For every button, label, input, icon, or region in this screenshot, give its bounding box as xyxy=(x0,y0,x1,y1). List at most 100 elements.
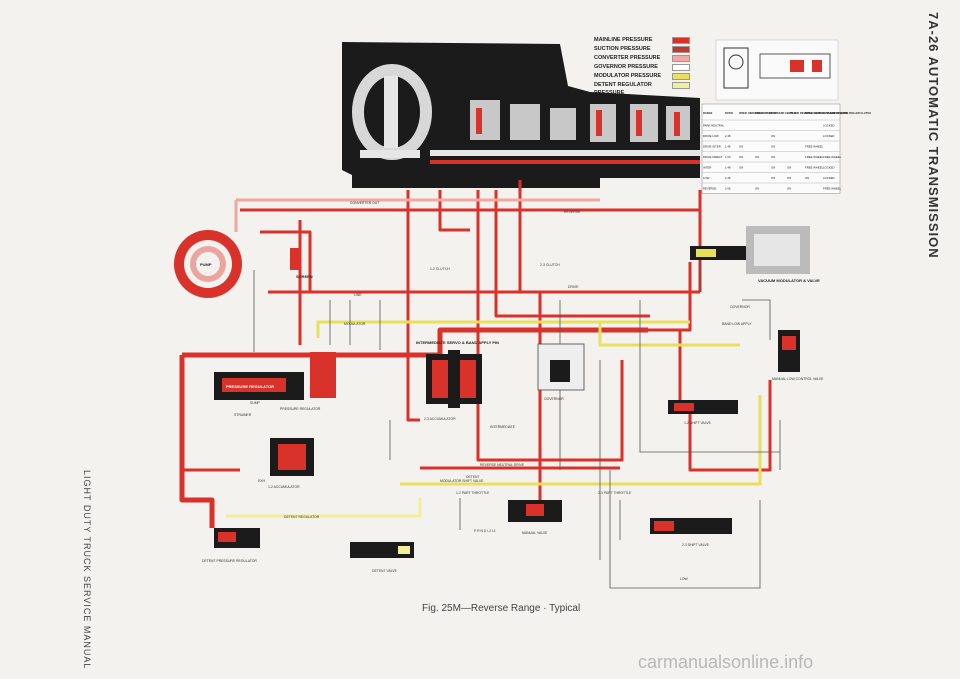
clutch-table-cell: 1.00 xyxy=(725,155,731,159)
section-title-text: 7A-26 AUTOMATIC TRANSMISSION xyxy=(926,12,941,259)
clutch-table-cell: FREE WHEEL xyxy=(823,187,842,191)
label-detent-regulator: DETENT REGULATOR xyxy=(284,515,320,519)
clutch-table-cell: DRIVE INTER xyxy=(703,145,721,149)
label-gear-marks: P R N D L2 L1 xyxy=(474,529,496,533)
clutch-table-cell: LOCKED xyxy=(823,124,835,128)
clutch-table-cell: LOCKED xyxy=(823,134,835,138)
pump xyxy=(174,230,242,298)
legend-item: MODULATOR PRESSURE xyxy=(594,72,698,81)
clutch-table-cell: ON xyxy=(787,176,791,180)
clutch-table-header: INTER- MEDIATE OVERRUN BAND xyxy=(805,111,848,115)
clutch-table-cell: 2.48 xyxy=(725,176,731,180)
line-low-manual xyxy=(688,380,772,472)
clutch-table-cell: ON xyxy=(787,166,791,170)
shift-valve-23 xyxy=(650,518,732,534)
clutch-table-cell: ON xyxy=(771,176,775,180)
governor xyxy=(537,343,585,391)
label-manual-low-control: MANUAL LOW CONTROL VALVE xyxy=(772,377,824,381)
label-part-throttle-23: 2-3 PART THROTTLE xyxy=(598,491,632,495)
label-clutch-12: 1-2 CLUTCH xyxy=(430,267,450,271)
clutch-table-cell: ON xyxy=(771,166,775,170)
label-converter-out: CONVERTER OUT xyxy=(350,201,379,205)
label-manual-valve: MANUAL VALVE xyxy=(522,531,548,535)
clutch-table-cell: LOCKED xyxy=(823,166,835,170)
label-vacuum-modulator: VACUUM MODULATOR & VALVE xyxy=(758,278,820,283)
legend-item: MAINLINE PRESSURE xyxy=(594,36,698,45)
label-modulator-shift-valve: MODULATOR SHIFT VALVE xyxy=(440,479,484,483)
legend-swatch xyxy=(672,46,690,53)
clutch-pack-pressure xyxy=(476,108,680,136)
converter-circuit xyxy=(234,198,600,232)
label-detent-pressure-regulator: DETENT PRESSURE REGULATOR xyxy=(202,559,257,563)
component-labels: PUMP SCREEN PRESSURE REGULATOR PRESSURE … xyxy=(200,201,824,581)
pressure-regulator-valve xyxy=(214,352,336,400)
clutch-table-cell: ON xyxy=(771,155,775,159)
label-low: LOW xyxy=(680,577,689,581)
label-drive: DRIVE xyxy=(568,285,579,289)
shift-valve-12 xyxy=(668,400,738,414)
clutch-table-frame xyxy=(701,103,841,194)
section-title: 7A-26 AUTOMATIC TRANSMISSION xyxy=(922,12,952,312)
clutch-table-cell: DRIVE DIRECT xyxy=(703,155,723,159)
label-detent: DETENT xyxy=(466,475,480,479)
figure-caption: Fig. 25M—Reverse Range · Typical xyxy=(422,603,581,614)
legend-extra-label: PRESSURE xyxy=(594,90,625,96)
manual-title: LIGHT DUTY TRUCK SERVICE MANUAL xyxy=(80,470,100,669)
clutch-table-header: LOW AND REVERSE ROLLER CLUTCH xyxy=(823,111,871,115)
clutch-table-cell: ON xyxy=(771,145,775,149)
line-to-manual-valve xyxy=(518,180,542,500)
label-strainer: STRAINER xyxy=(234,413,252,417)
intermediate-servo xyxy=(426,350,482,408)
label-screen: SCREEN xyxy=(296,274,313,279)
label-detent-valve: DETENT VALVE xyxy=(372,569,398,573)
reference-sketch xyxy=(715,39,839,101)
clutch-packs xyxy=(470,100,690,142)
clutch-table-header: DIRECT CLUTCH xyxy=(755,111,776,115)
label-pressure-regulator-valve: PRESSURE REGULATOR xyxy=(226,384,274,389)
line-reverse-4 xyxy=(494,190,650,318)
line-to-modulator xyxy=(648,262,692,332)
label-intermediate-servo: INTERMEDIATE SERVO & BAND APPLY PIN xyxy=(416,340,499,345)
label-shift-12: 1-2 SHIFT VALVE xyxy=(684,421,712,425)
clutch-table-header: LOW AND REVERSE CLUTCH xyxy=(787,111,824,115)
label-clutch-23: 2-3 CLUTCH xyxy=(540,263,560,267)
clutch-table-cell: ON xyxy=(755,187,759,191)
legend-item: CONVERTER PRESSURE xyxy=(594,54,698,63)
line-reverse-3 xyxy=(476,190,624,462)
label-part-throttle-12: 1-2 PART THROTTLE xyxy=(456,491,490,495)
clutch-table-cell: ON xyxy=(739,155,743,159)
clutch-table-cell: FREE WHEEL xyxy=(805,155,824,159)
legend-swatch xyxy=(672,64,690,71)
detent-valve xyxy=(350,542,414,558)
manual-title-text: LIGHT DUTY TRUCK SERVICE MANUAL xyxy=(82,470,92,670)
clutch-table-cell: 2.08 xyxy=(725,187,731,191)
label-governor: GOVERNOR xyxy=(544,397,564,401)
label-pressure-regulator: PRESSURE REGULATOR xyxy=(280,407,321,411)
clutch-table-cell: LOCKED xyxy=(823,176,835,180)
clutch-table-header: RANGE xyxy=(703,111,713,115)
line-reverse-down xyxy=(406,190,420,422)
label-line: LINE xyxy=(354,293,362,297)
detent-pressure-regulator xyxy=(214,528,260,548)
clutch-table-cell: ON xyxy=(739,145,743,149)
label-sump: SUMP xyxy=(250,401,261,405)
legend-swatch xyxy=(672,37,690,44)
exhaust-lines xyxy=(253,250,781,589)
legend-label: SUCTION PRESSURE xyxy=(594,46,651,52)
clutch-table-cell: DRIVE LOW xyxy=(703,134,719,138)
line-modulator-2 xyxy=(598,322,740,347)
label-pump: PUMP xyxy=(200,262,212,267)
legend-label: MODULATOR PRESSURE xyxy=(594,73,662,79)
legend-item: SUCTION PRESSURE xyxy=(594,45,698,54)
clutch-table-cell: 1.48 xyxy=(725,166,731,170)
legend-label: DETENT REGULATOR xyxy=(594,82,652,88)
clutch-table-cell: ON xyxy=(755,155,759,159)
label-modulator: MODULATOR xyxy=(344,322,366,326)
clutch-table-cell: ON xyxy=(771,134,775,138)
vacuum-modulator xyxy=(690,226,810,274)
legend-item: GOVERNOR PRESSURE xyxy=(594,63,698,72)
clutch-table-cell: FREE WHEEL xyxy=(805,145,824,149)
line-modulator-main xyxy=(316,320,690,338)
